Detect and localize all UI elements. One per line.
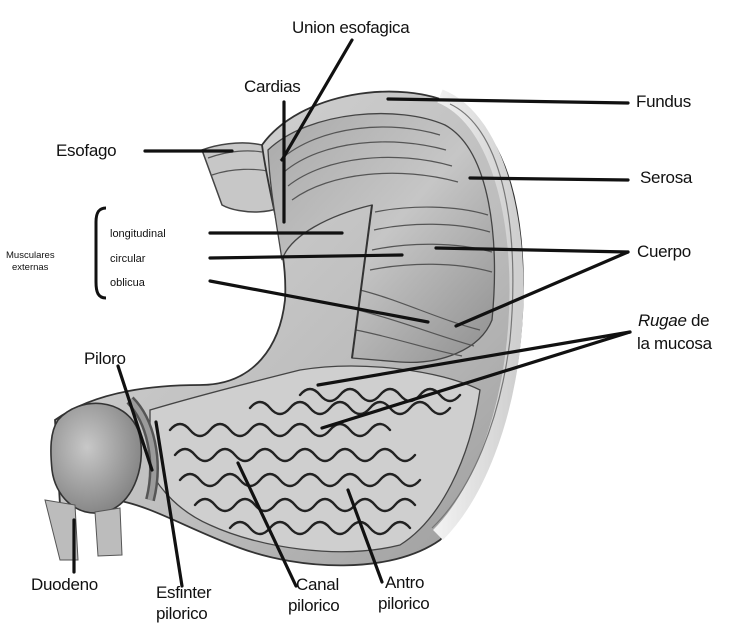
label-piloro: Piloro [84,349,126,368]
label-rugae-line2: la mucosa [637,334,713,353]
label-esofago: Esofago [56,141,116,160]
label-cuerpo: Cuerpo [637,242,691,261]
label-oblicua: oblicua [110,277,146,289]
label-duodeno: Duodeno [31,575,98,594]
label-canal-1: Canal [296,575,339,594]
label-canal-2: pilorico [288,596,339,615]
label-cardias: Cardias [244,77,300,96]
label-rugae-rest: de [687,311,710,330]
label-longitudinal: longitudinal [110,228,166,240]
label-circular: circular [110,253,146,265]
label-rugae-italic: Rugae [638,311,687,330]
label-muscular-group-1: Musculares [6,250,55,261]
label-rugae: Rugae de [638,311,709,330]
label-antro-2: pilorico [378,594,429,613]
label-union-esofagica: Union esofagica [292,18,410,37]
label-muscular-group-2: externas [12,262,49,273]
label-antro-1: Antro [385,573,424,592]
label-esfinter-1: Esfinter [156,583,212,602]
label-esfinter-2: pilorico [156,604,207,623]
label-fundus: Fundus [636,92,691,111]
leader-serosa [470,178,628,180]
label-serosa: Serosa [640,168,693,187]
muscular-bracket [96,208,106,298]
duodenum-shape [45,403,141,560]
